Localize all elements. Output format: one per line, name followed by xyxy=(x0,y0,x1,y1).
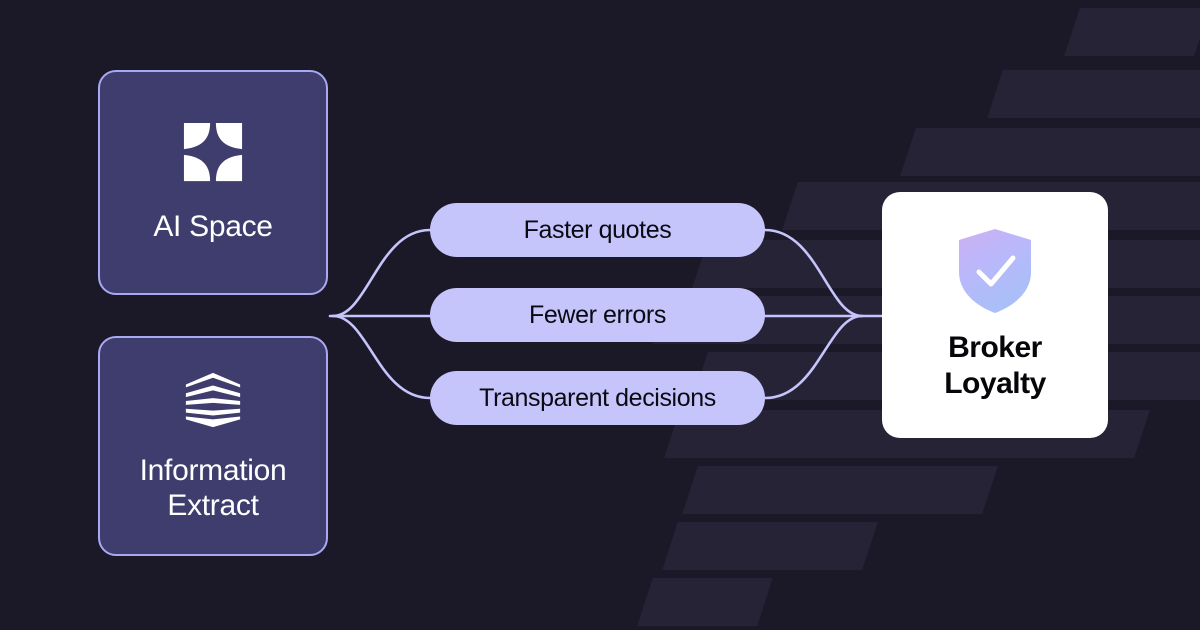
source-card-ai-space[interactable]: AI Space xyxy=(98,70,328,295)
stacked-layers-icon xyxy=(185,372,241,427)
source-card-information-extract[interactable]: Information Extract xyxy=(98,336,328,556)
benefit-pill-transparent-decisions[interactable]: Transparent decisions xyxy=(430,371,765,425)
benefit-pill-label: Faster quotes xyxy=(523,215,672,244)
background-stripe xyxy=(1064,8,1200,56)
outcome-card-label: Broker Loyalty xyxy=(944,331,1046,400)
benefit-pill-label: Fewer errors xyxy=(529,300,666,329)
shield-check-icon xyxy=(959,229,1031,313)
benefit-pill-label: Transparent decisions xyxy=(479,383,716,412)
source-card-label: AI Space xyxy=(153,209,273,243)
benefit-pill-faster-quotes[interactable]: Faster quotes xyxy=(430,203,765,257)
background-stripe xyxy=(900,128,1200,176)
outcome-card-broker-loyalty[interactable]: Broker Loyalty xyxy=(882,192,1108,438)
four-quadrant-star-icon xyxy=(183,122,243,181)
background-stripe xyxy=(637,578,773,626)
background-stripe xyxy=(987,70,1200,118)
benefit-pill-fewer-errors[interactable]: Fewer errors xyxy=(430,288,765,342)
background-stripe xyxy=(682,466,998,514)
background-stripe xyxy=(662,522,878,570)
source-card-label: Information Extract xyxy=(139,453,287,522)
